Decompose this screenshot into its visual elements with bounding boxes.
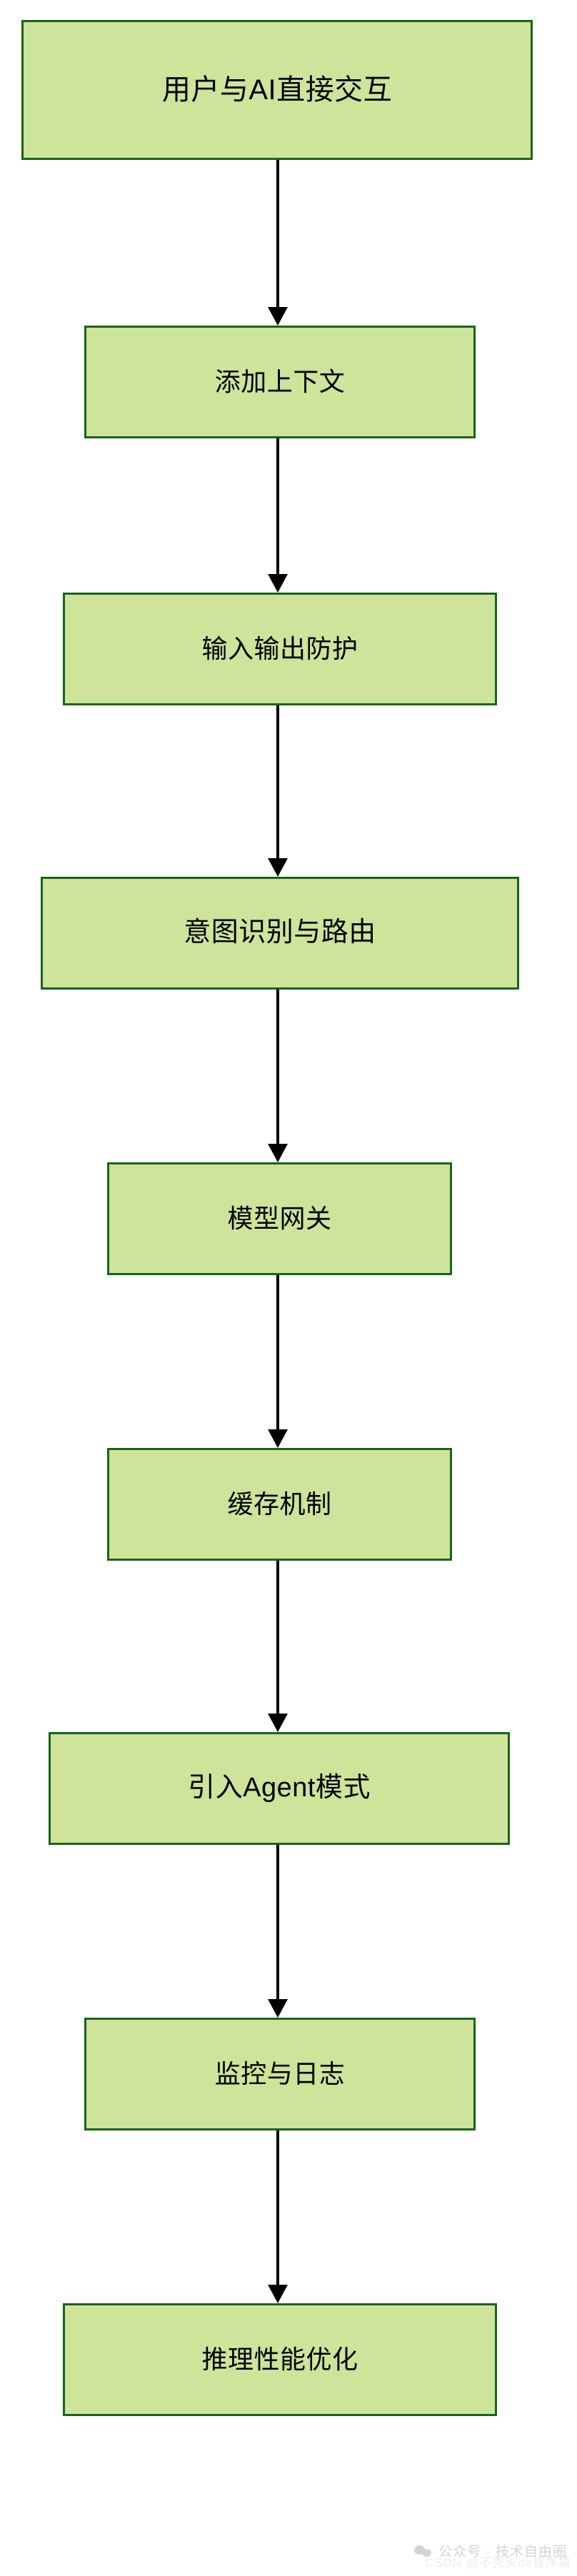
flow-node-n7[interactable]: 引入Agent模式 xyxy=(49,1732,510,1845)
watermark-label: 公众号 · 技术自由圈 xyxy=(438,2545,567,2560)
connector-line xyxy=(276,1845,279,1999)
connector-line xyxy=(276,2130,279,2285)
flow-node-n3[interactable]: 输入输出防护 xyxy=(63,593,497,705)
connector-line xyxy=(276,160,279,307)
flow-node-label: 缓存机制 xyxy=(227,1489,332,1519)
connector-line xyxy=(276,990,279,1144)
flow-node-n1[interactable]: 用户与AI直接交互 xyxy=(21,20,533,160)
flow-node-n2[interactable]: 添加上下文 xyxy=(84,326,476,438)
flow-node-n4[interactable]: 意图识别与路由 xyxy=(41,877,519,990)
flow-node-n9[interactable]: 推理性能优化 xyxy=(63,2303,497,2416)
flow-node-n8[interactable]: 监控与日志 xyxy=(84,2018,476,2130)
connector-line xyxy=(276,438,279,574)
csdn-credit-watermark: CSDN @不秃头de程序猿 xyxy=(424,2556,571,2570)
arrowhead-icon xyxy=(268,307,288,326)
arrowhead-icon xyxy=(268,2285,288,2303)
arrowhead-icon xyxy=(268,574,288,593)
arrowhead-icon xyxy=(268,1429,288,1448)
connector-line xyxy=(276,1275,279,1429)
flow-node-label: 推理性能优化 xyxy=(201,2345,358,2375)
connector-line xyxy=(276,705,279,858)
flow-node-label: 监控与日志 xyxy=(214,2059,346,2089)
arrowhead-icon xyxy=(268,858,288,877)
wechat-icon xyxy=(414,2544,433,2558)
wechat-watermark: 公众号 · 技术自由圈 xyxy=(414,2541,567,2560)
flow-node-label: 输入输出防护 xyxy=(201,634,358,664)
flow-node-n6[interactable]: 缓存机制 xyxy=(107,1448,452,1561)
flow-node-label: 用户与AI直接交互 xyxy=(161,74,393,106)
flow-node-label: 模型网关 xyxy=(227,1204,332,1234)
flow-node-label: 意图识别与路由 xyxy=(184,917,376,948)
flow-node-n5[interactable]: 模型网关 xyxy=(107,1162,452,1275)
connector-line xyxy=(276,1561,279,1714)
arrowhead-icon xyxy=(268,1999,288,2018)
flow-node-label: 引入Agent模式 xyxy=(188,1773,371,1803)
flow-node-label: 添加上下文 xyxy=(214,367,346,397)
arrowhead-icon xyxy=(268,1144,288,1162)
arrowhead-icon xyxy=(268,1714,288,1732)
